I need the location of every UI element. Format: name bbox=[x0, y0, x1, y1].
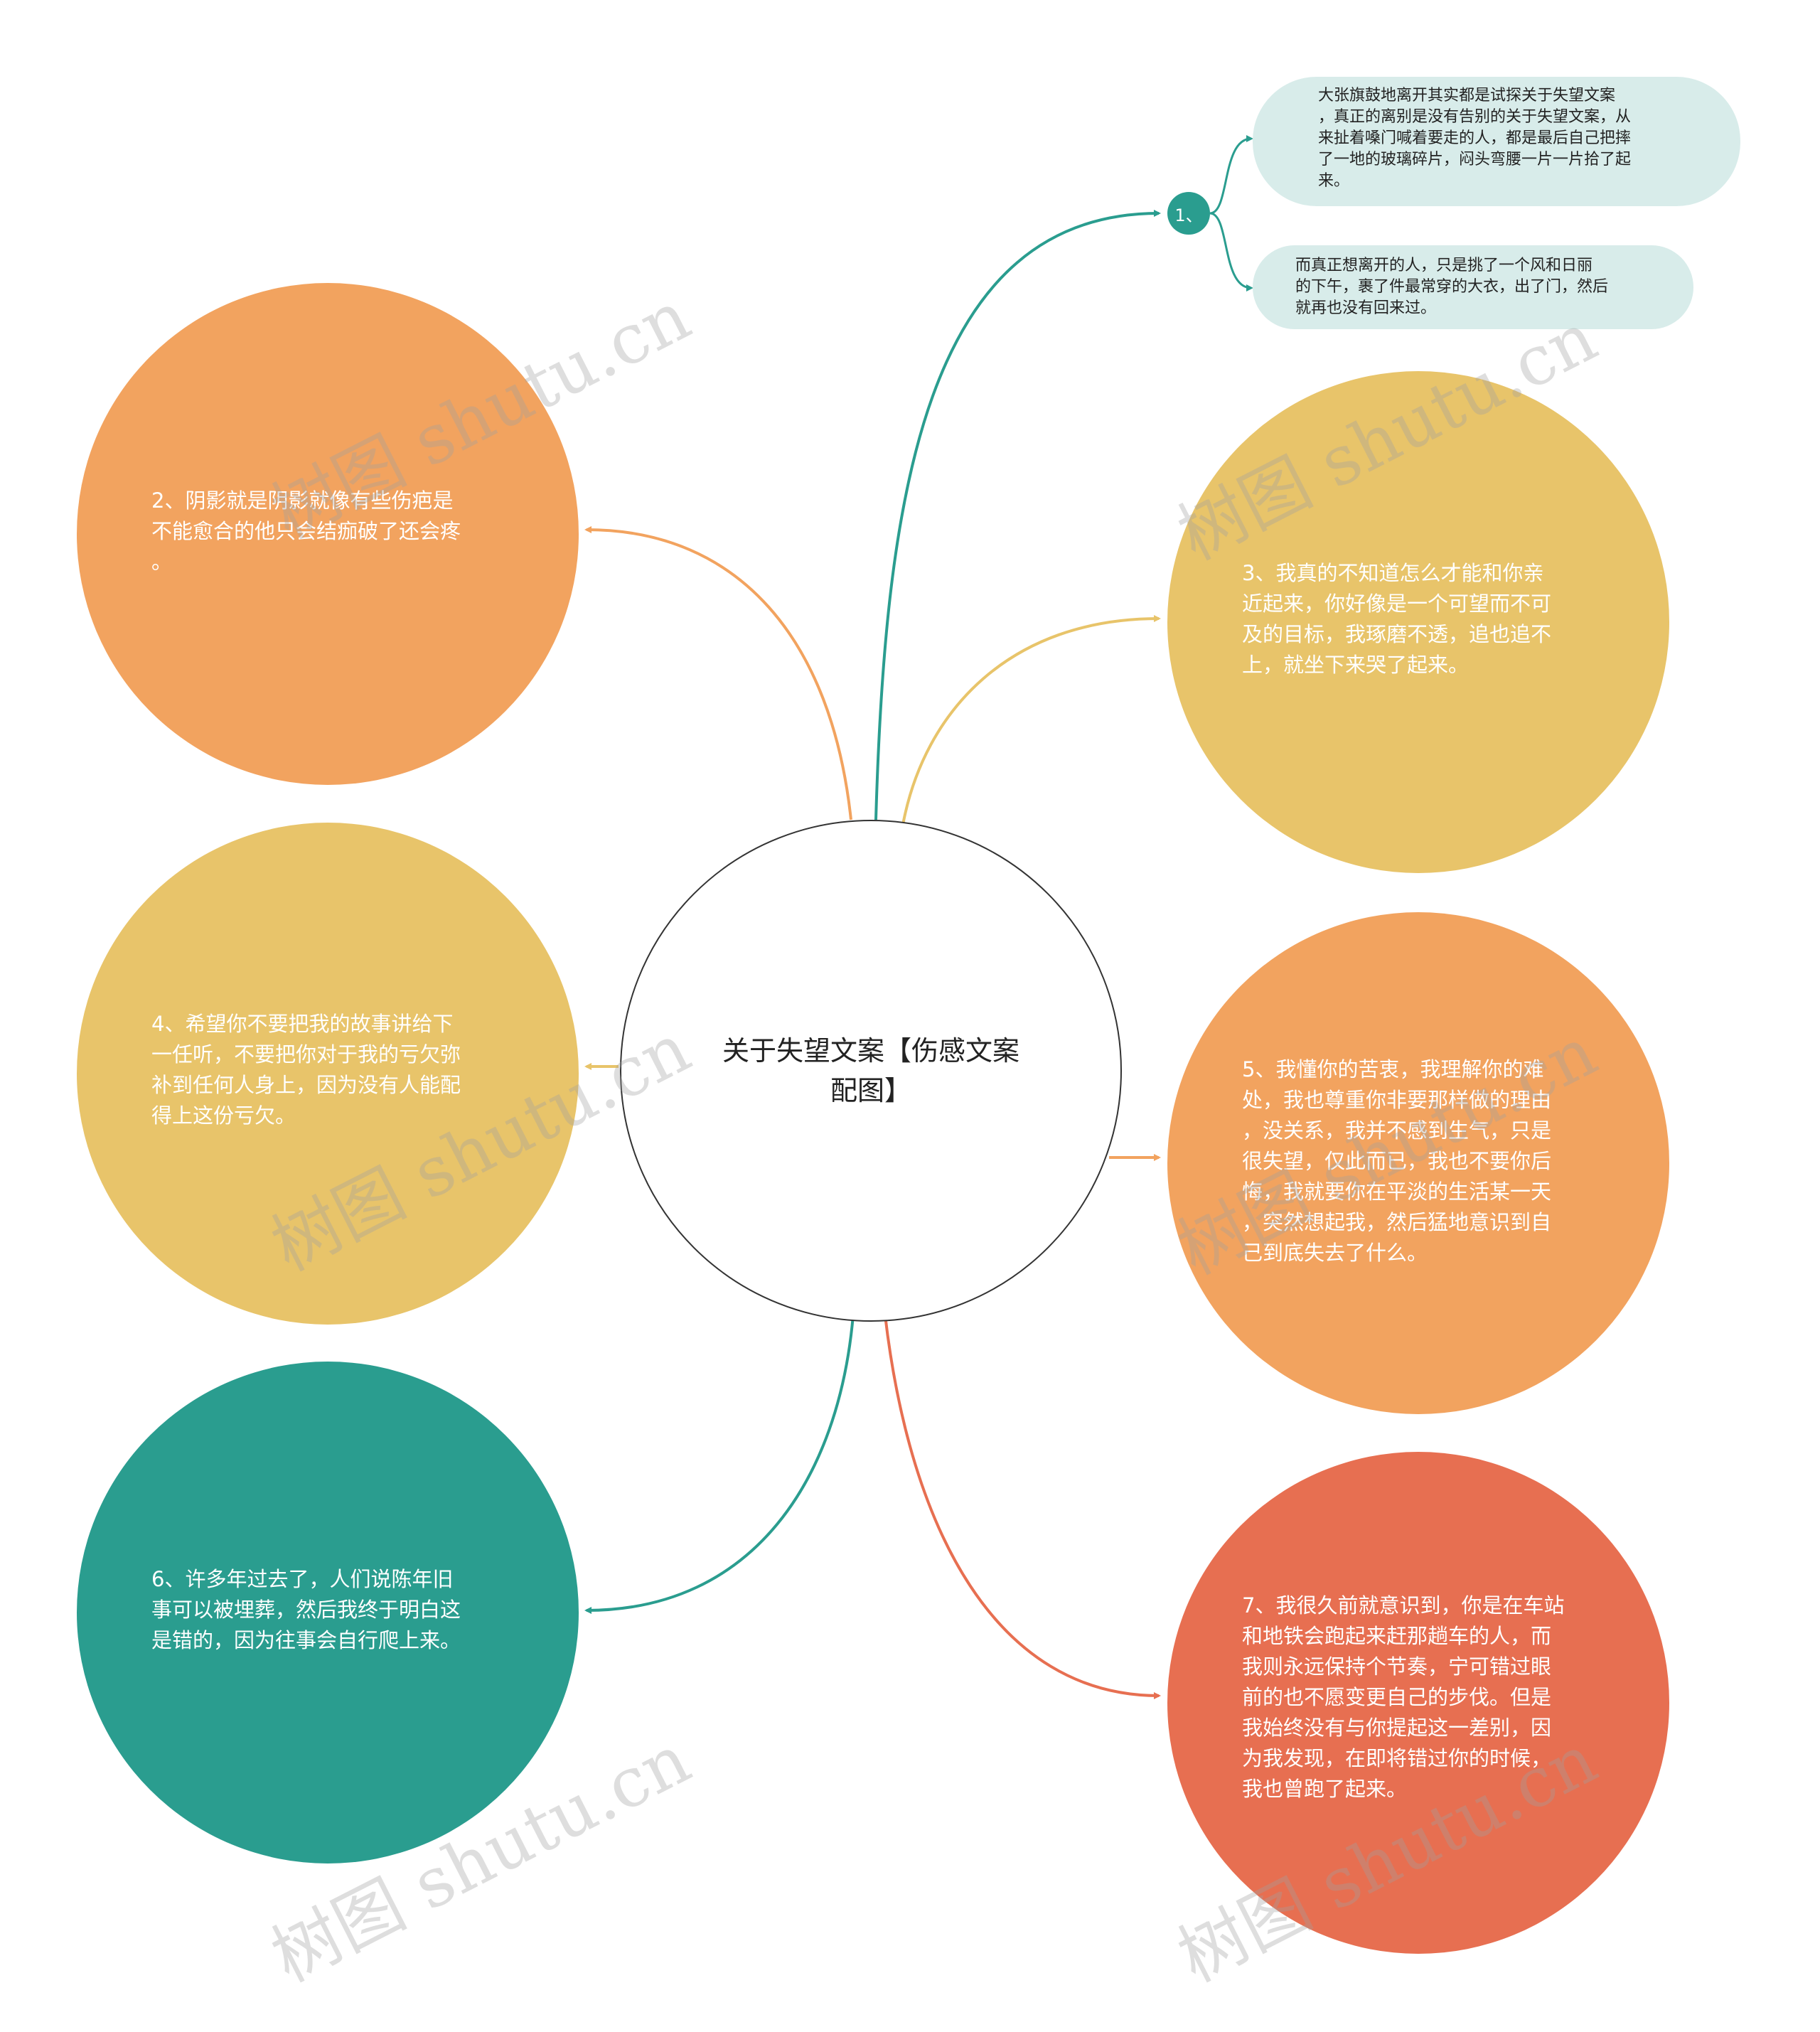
topic-node-2-text: 2、阴影就是阴影就像有些伤疤是 不能愈合的他只会结痂破了还会疼 。 bbox=[151, 488, 461, 574]
topic-node-7-text: 7、我很久前就意识到，你是在车站 和地铁会跑起来赶那趟车的人，而 我则永远保持个… bbox=[1242, 1593, 1565, 1801]
branch1-child-2-text: 而真正想离开的人，只是挑了一个风和日丽 的下午，裹了件最常穿的大衣，出了门，然后… bbox=[1295, 257, 1609, 317]
topic-node-6[interactable]: 6、许多年过去了，人们说陈年旧 事可以被埋葬，然后我终于明白这 是错的，因为往事… bbox=[77, 1362, 579, 1863]
connector-center-to-node3 bbox=[901, 615, 1161, 825]
connector-center-to-branch1 bbox=[874, 210, 1161, 820]
connector-center-to-node7 bbox=[884, 1315, 1161, 1699]
topic-node-3[interactable]: 3、我真的不知道怎么才能和你亲 近起来，你好像是一个可望而不可 及的目标，我琢磨… bbox=[1167, 371, 1669, 873]
topic-node-2[interactable]: 2、阴影就是阴影就像有些伤疤是 不能愈合的他只会结痂破了还会疼 。 bbox=[77, 283, 579, 785]
topic-node-4-text: 4、希望你不要把我的故事讲给下 一任听，不要把你对于我的亏欠弥 补到任何人身上，… bbox=[151, 1012, 461, 1128]
central-topic-title: 关于失望文案【伤感文案 配图】 bbox=[722, 1035, 1019, 1106]
topic-node-5[interactable]: 5、我懂你的苦衷，我理解你的难 处，我也尊重你非要那样做的理由 ，没关系，我并不… bbox=[1167, 912, 1669, 1414]
connector-branch1-to-child2 bbox=[1209, 212, 1253, 292]
topic-node-4[interactable]: 4、希望你不要把我的故事讲给下 一任听，不要把你对于我的亏欠弥 补到任何人身上，… bbox=[77, 823, 579, 1325]
branch1-label: 1、 bbox=[1174, 205, 1203, 225]
topic-node-7[interactable]: 7、我很久前就意识到，你是在车站 和地铁会跑起来赶那趟车的人，而 我则永远保持个… bbox=[1167, 1452, 1669, 1954]
connector-branch1-to-child1 bbox=[1209, 135, 1253, 215]
connector-center-to-node6 bbox=[584, 1315, 855, 1614]
topic-node-6-text: 6、许多年过去了，人们说陈年旧 事可以被埋葬，然后我终于明白这 是错的，因为往事… bbox=[151, 1567, 461, 1652]
branch1-child-2[interactable]: 而真正想离开的人，只是挑了一个风和日丽 的下午，裹了件最常穿的大衣，出了门，然后… bbox=[1253, 245, 1693, 329]
connector-center-to-node2 bbox=[584, 526, 852, 820]
topic-node-3-text: 3、我真的不知道怎么才能和你亲 近起来，你好像是一个可望而不可 及的目标，我琢磨… bbox=[1242, 561, 1552, 677]
branch1-child-1-text: 大张旗鼓地离开其实都是试探关于失望文案 ，真正的离别是没有告别的关于失望文案，从… bbox=[1318, 87, 1632, 190]
branch1-hub[interactable]: 1、 bbox=[1167, 192, 1210, 235]
central-topic[interactable]: 关于失望文案【伤感文案 配图】 bbox=[620, 820, 1122, 1322]
branch1-child-1[interactable]: 大张旗鼓地离开其实都是试探关于失望文案 ，真正的离别是没有告别的关于失望文案，从… bbox=[1253, 77, 1740, 206]
topic-node-5-text: 5、我懂你的苦衷，我理解你的难 处，我也尊重你非要那样做的理由 ，没关系，我并不… bbox=[1242, 1057, 1552, 1265]
